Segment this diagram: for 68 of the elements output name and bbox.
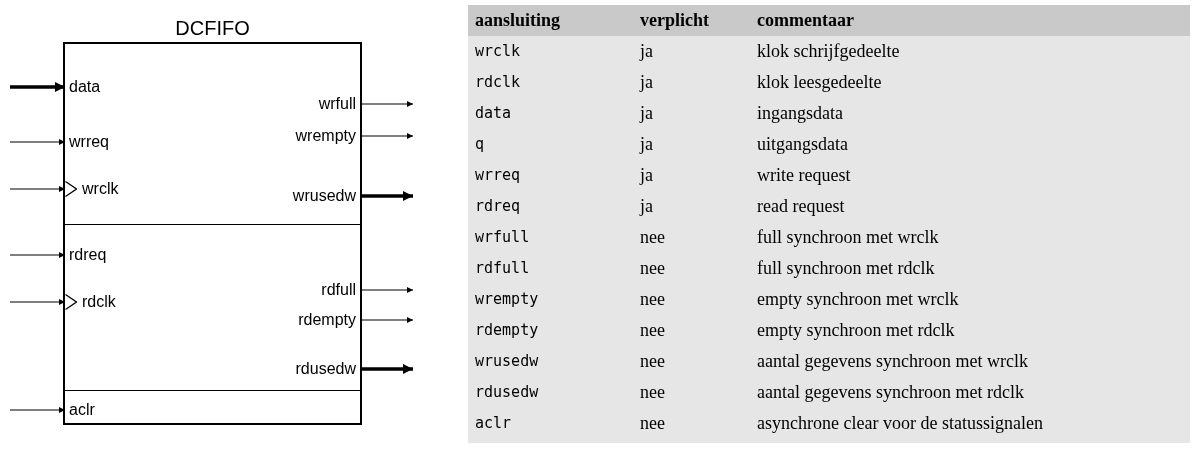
table-text: full synchroon met wrclk	[757, 226, 939, 249]
signal-name: wrusedw	[475, 351, 539, 372]
signal-name: wrempty	[475, 289, 539, 310]
column-header: commentaar	[757, 9, 854, 32]
arrow	[359, 101, 414, 107]
table-text: nee	[640, 257, 665, 280]
table-text: uitgangsdata	[757, 133, 848, 156]
arrow	[9, 299, 66, 305]
arrow	[9, 139, 66, 145]
arrow	[10, 82, 65, 92]
table-text: read request	[757, 195, 845, 218]
table-text: nee	[640, 412, 665, 435]
table-text: ja	[640, 164, 653, 187]
table-text: ja	[640, 40, 653, 63]
port-label: rdfull	[321, 280, 360, 300]
table-text: aantal gegevens synchroon met rdclk	[757, 381, 1024, 404]
table-text: nee	[640, 288, 665, 311]
port-label: rdempty	[298, 310, 360, 330]
port-label: wrempty	[295, 126, 360, 146]
arrow	[359, 133, 414, 139]
arrow	[9, 186, 66, 192]
table-text: nee	[640, 319, 665, 342]
signal-name: data	[475, 103, 512, 124]
arrow	[359, 287, 414, 293]
column-header: aansluiting	[475, 9, 561, 32]
signal-name: rdclk	[475, 72, 521, 93]
table-text: klok leesgedeelte	[757, 71, 882, 94]
port-label: rdclk	[82, 292, 116, 312]
table-text: nee	[640, 226, 665, 249]
signal-name: wrreq	[475, 165, 521, 186]
port-label: rdreq	[65, 245, 107, 265]
table-text: ingangsdata	[757, 102, 843, 125]
table-text: full synchroon met rdclk	[757, 257, 935, 280]
signal-name: q	[475, 134, 485, 155]
port-label: wrfull	[318, 94, 360, 114]
table-text: nee	[640, 381, 665, 404]
table-text: empty synchroon met wrclk	[757, 288, 959, 311]
fifo-block	[63, 42, 362, 425]
signal-name: wrfull	[475, 227, 530, 248]
signal-name: rdfull	[475, 258, 530, 279]
port-label: wrreq	[65, 132, 109, 152]
table-text: ja	[640, 195, 653, 218]
arrow	[360, 191, 413, 201]
arrow	[9, 407, 66, 413]
table-text: empty synchroon met rdclk	[757, 319, 955, 342]
block-title: DCFIFO	[174, 16, 251, 41]
arrow	[359, 317, 414, 323]
arrow	[360, 364, 413, 374]
table-text: klok schrijfgedeelte	[757, 40, 900, 63]
port-label: rdusedw	[295, 359, 360, 379]
arrow	[9, 252, 66, 258]
column-header: verplicht	[640, 9, 709, 32]
signal-name: rdreq	[475, 196, 521, 217]
table-text: aantal gegevens synchroon met wrclk	[757, 350, 1028, 373]
table-text: asynchrone clear voor de statussignalen	[757, 412, 1043, 435]
table-text: ja	[640, 102, 653, 125]
signal-name: rdusedw	[475, 382, 539, 403]
port-label: wrusedw	[292, 186, 360, 206]
signal-name: wrclk	[475, 41, 521, 62]
table-text: write request	[757, 164, 851, 187]
table-text: ja	[640, 71, 653, 94]
port-label: data	[65, 77, 101, 97]
signal-name: rdempty	[475, 320, 539, 341]
table-text: ja	[640, 133, 653, 156]
table-text: nee	[640, 350, 665, 373]
port-label: aclr	[65, 400, 95, 420]
signal-name: aclr	[475, 413, 512, 434]
port-label: wrclk	[82, 179, 119, 199]
